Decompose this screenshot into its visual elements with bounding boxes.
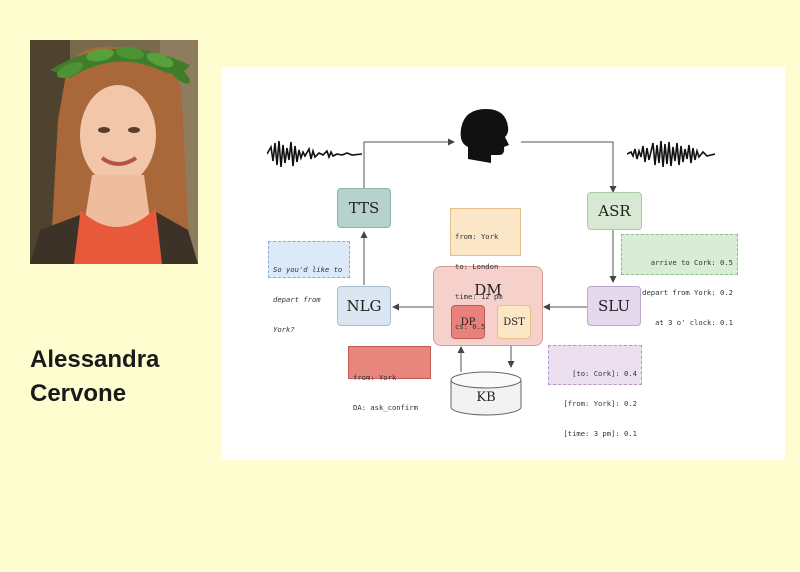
dialogue-system-diagram: TTS ASR NLG SLU DM DP DST KB So you'd li… [221,67,785,460]
diagram-connectors [360,109,617,416]
dst-module: DST [497,305,531,339]
slu-slots-note: [to: Cork]: 0.4 [from: York]: 0.2 [time:… [548,345,642,438]
tts-prompt-note: So you'd like to depart from York? [268,241,350,334]
kb-label: KB [476,389,496,405]
output-speech-waveform-icon [267,140,362,168]
dialogue-act-note: from: York DA: ask_confirm [348,346,431,412]
speaker-first-name: Alessandra [30,346,160,373]
arrow-user-to-asr [521,141,617,193]
tts-module: TTS [337,188,391,228]
asr-module: ASR [587,192,642,230]
speaker-photo [30,40,198,264]
dp-module: DP [451,305,485,339]
input-speech-waveform-icon [627,140,715,168]
speaker-name: Alessandra Cervone [30,343,159,411]
arrow-tts-to-user [363,138,455,195]
dm-label: DM [474,281,502,299]
knowledge-base-cylinder [450,371,522,416]
user-head-icon [460,109,509,163]
slu-module: SLU [587,286,641,326]
speaker-last-name: Cervone [30,380,127,407]
dialogue-state-note: from: York to: London time: 12 pm cs: 0.… [450,208,521,331]
asr-hypotheses-note: arrive to Cork: 0.5 depart from York: 0.… [621,234,738,327]
portrait-image [30,40,198,264]
nlg-module: NLG [337,286,391,326]
